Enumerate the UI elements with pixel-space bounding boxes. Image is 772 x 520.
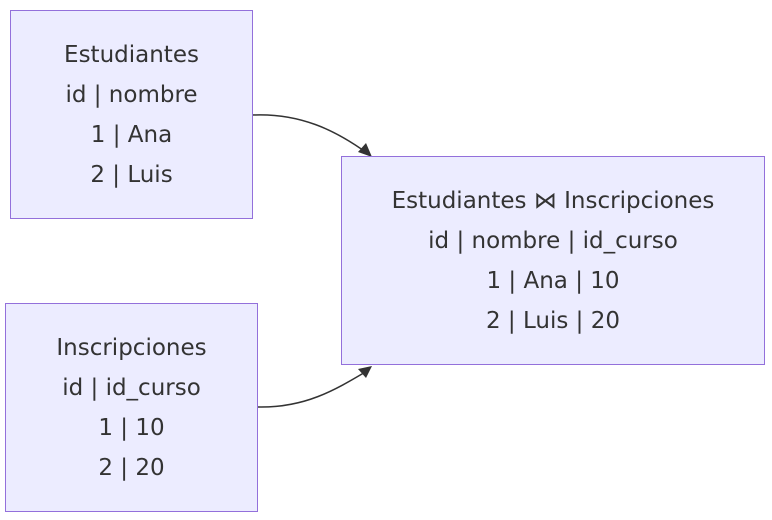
inscripciones-table-node: Inscripciones id | id_curso 1 | 10 2 | 2…	[5, 303, 258, 512]
edge-estudiantes-to-result	[252, 114, 368, 154]
estudiantes-table-node: Estudiantes id | nombre 1 | Ana 2 | Luis	[10, 10, 253, 219]
node-title: Estudiantes	[64, 41, 199, 68]
node-data-row: 1 | 10	[98, 414, 165, 441]
arrowhead-inscripciones-to-result	[358, 366, 372, 378]
node-header-row: id | nombre | id_curso	[428, 227, 678, 254]
node-header-row: id | id_curso	[62, 374, 201, 401]
node-data-row: 1 | Ana | 10	[486, 267, 620, 294]
node-data-row: 1 | Ana	[90, 121, 173, 148]
node-title: Inscripciones	[56, 334, 207, 361]
arrowhead-estudiantes-to-result	[358, 143, 372, 157]
join-result-node: Estudiantes ⋈ Inscripciones id | nombre …	[341, 156, 765, 365]
node-data-row: 2 | Luis | 20	[485, 307, 620, 334]
node-data-row: 2 | 20	[98, 454, 165, 481]
node-title: Estudiantes ⋈ Inscripciones	[391, 187, 715, 214]
node-data-row: 2 | Luis	[90, 161, 173, 188]
edge-inscripciones-to-result	[257, 370, 368, 408]
node-header-row: id | nombre	[65, 81, 198, 108]
